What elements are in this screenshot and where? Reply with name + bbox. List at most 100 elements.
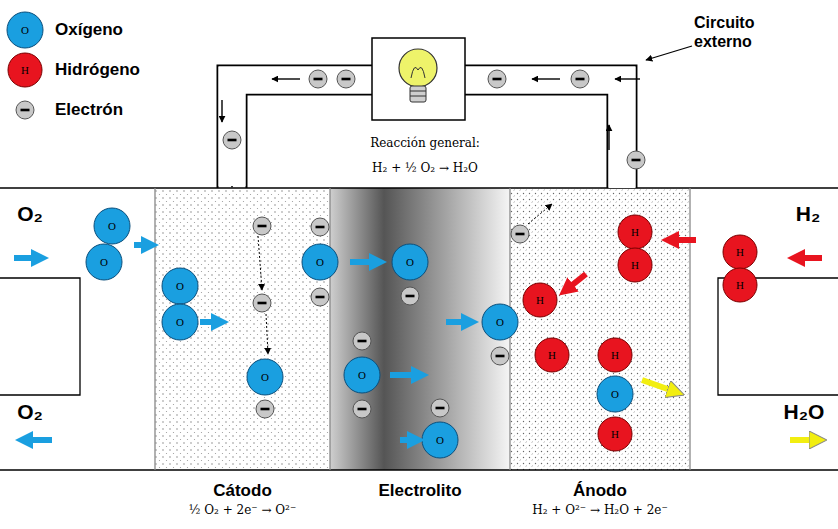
minus-sign xyxy=(228,139,237,142)
reaction-formula: H₂ + ½ O₂ → H₂O xyxy=(372,161,478,175)
atom-symbol-o: O xyxy=(176,316,184,328)
atom-symbol-o: O xyxy=(436,434,444,446)
electron-circle xyxy=(253,294,271,312)
atom-symbol-h: H xyxy=(736,279,744,291)
electron-circle xyxy=(309,70,327,88)
electron-circle xyxy=(353,332,371,350)
minus-sign xyxy=(516,233,525,236)
legend-swatch xyxy=(16,101,34,119)
atom-symbol-o: O xyxy=(316,256,324,268)
outlet-label: O₂ xyxy=(17,400,43,424)
minus-sign xyxy=(314,78,323,81)
legend-sample xyxy=(16,101,34,119)
atom-symbol-o: O xyxy=(261,371,269,383)
oxygen-atom xyxy=(86,208,633,412)
cathode-band xyxy=(155,188,330,470)
electron-circle xyxy=(488,70,506,88)
legend-text: Hidrógeno xyxy=(55,60,140,80)
electron-symbol xyxy=(401,287,419,305)
minus-sign xyxy=(316,226,325,229)
electron-symbol xyxy=(627,151,645,169)
electron-circle xyxy=(627,151,645,169)
electron-symbol xyxy=(256,400,274,418)
legend-swatch xyxy=(8,53,42,87)
band-caption: ÁnodoH₂ + O²⁻ → H₂O + 2e⁻ xyxy=(480,470,720,519)
electron-symbol xyxy=(488,70,506,88)
minus-sign xyxy=(258,302,267,305)
atom-symbol-h: H xyxy=(21,64,29,76)
electron-symbol xyxy=(309,70,327,88)
minus-sign xyxy=(358,340,367,343)
minus-sign xyxy=(316,296,325,299)
electron-circle xyxy=(311,218,329,236)
minus-sign xyxy=(576,78,585,81)
layer-name: Cátodo xyxy=(125,480,360,501)
atom-symbol-h: H xyxy=(611,349,619,361)
electron-circle xyxy=(311,288,329,306)
electron-symbol xyxy=(571,70,589,88)
electron-symbol xyxy=(223,70,645,418)
inlet-label: H₂ xyxy=(796,202,821,226)
minus-sign xyxy=(493,78,502,81)
minus-sign xyxy=(436,407,445,410)
half-reaction: H₂ + O²⁻ → H₂O + 2e⁻ xyxy=(480,501,720,519)
electron-circle xyxy=(353,400,371,418)
minus-sign xyxy=(632,159,641,162)
electron-flow-arrow xyxy=(222,79,640,150)
band-caption: Cátodo½ O₂ + 2e⁻ → O²⁻ xyxy=(125,470,360,519)
light-bulb xyxy=(399,49,437,102)
legend-text: Oxígeno xyxy=(55,20,123,40)
atom-symbol-h: H xyxy=(631,259,639,271)
bulb-box xyxy=(372,38,465,120)
band-caption: Electrolito xyxy=(300,470,540,501)
atom-symbol-h: H xyxy=(548,349,556,361)
electron-symbol xyxy=(223,131,241,149)
hydrogen-atom xyxy=(523,215,757,451)
electron-circle xyxy=(511,225,529,243)
electron-circle xyxy=(223,131,241,149)
electron-symbol xyxy=(353,400,371,418)
electron-circle xyxy=(491,347,509,365)
atom-symbol-o: O xyxy=(358,369,366,381)
electron-path-arrow xyxy=(258,204,552,354)
reaction-heading: Reacción general: xyxy=(370,136,480,150)
atom-symbol-o: O xyxy=(176,280,184,292)
legend-swatch xyxy=(7,12,43,48)
atom-symbol-o: O xyxy=(108,220,116,232)
oxygen-flow-arrow xyxy=(400,437,416,443)
atom-symbol-o: O xyxy=(406,256,414,268)
electron-symbol xyxy=(311,218,329,236)
electron-symbol xyxy=(491,347,509,365)
atom-symbol-o: O xyxy=(611,388,619,400)
electron-circle xyxy=(337,70,355,88)
atom-symbol-o: O xyxy=(21,24,29,36)
half-reaction: ½ O₂ + 2e⁻ → O²⁻ xyxy=(125,501,360,519)
atom-symbol-h: H xyxy=(536,294,544,306)
legend-sample xyxy=(8,53,42,87)
electron-circle xyxy=(253,217,271,235)
electron-circle xyxy=(401,287,419,305)
cell-outline xyxy=(0,188,838,470)
cell-layer-band: Electrolito xyxy=(330,188,510,470)
electron-circle xyxy=(431,399,449,417)
leader-line xyxy=(646,46,692,60)
layer-name: Electrolito xyxy=(300,480,540,501)
hydrogen-flow-arrow xyxy=(566,240,822,290)
electron-symbol xyxy=(511,225,529,243)
atom-symbol-h: H xyxy=(736,246,744,258)
anode-band xyxy=(510,188,690,470)
atom-symbol-o: O xyxy=(496,316,504,328)
cell-layer-band: ÁnodoH₂ + O²⁻ → H₂O + 2e⁻ xyxy=(510,188,690,470)
oxygen-atom xyxy=(422,422,458,458)
minus-sign xyxy=(496,355,505,358)
atom-symbol-h: H xyxy=(611,428,619,440)
electron-symbol xyxy=(253,217,271,235)
cell-layer-band: Cátodo½ O₂ + 2e⁻ → O²⁻ xyxy=(155,188,330,470)
minus-sign xyxy=(261,408,270,411)
atom-symbol-h: H xyxy=(631,226,639,238)
legend-sample xyxy=(7,12,43,48)
electron-symbol xyxy=(311,288,329,306)
